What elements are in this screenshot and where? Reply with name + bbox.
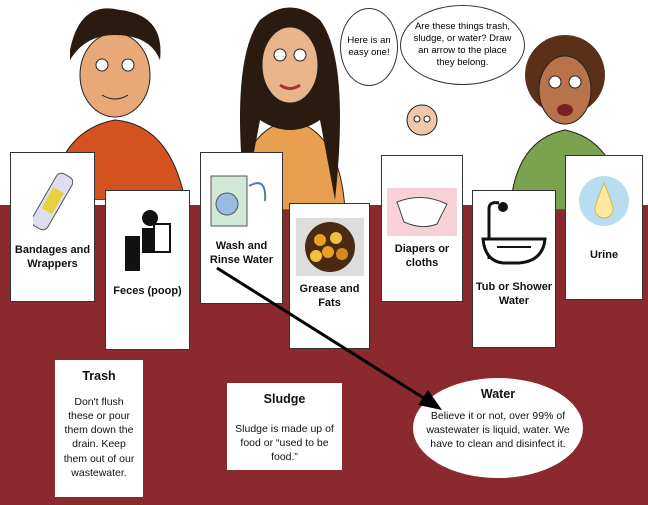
diaper-icon (387, 188, 457, 236)
speech-bubble-right: Are these things trash, sludge, or water… (400, 5, 525, 85)
card-wash-rinse-water[interactable]: Wash and Rinse Water (200, 152, 283, 304)
baby-illustration (406, 104, 438, 136)
droplet-icon (579, 176, 629, 226)
card-label: Grease and Fats (299, 283, 360, 310)
washing-machine-icon (207, 163, 277, 233)
grease-pan-icon (295, 218, 364, 276)
toilet-icon (118, 203, 178, 278)
water-category-box[interactable]: Water Believe it or not, over 99% of was… (413, 378, 583, 478)
person-middle-illustration (234, 7, 346, 210)
sludge-title: Sludge (263, 392, 306, 406)
card-bandages[interactable]: Bandages and Wrappers (10, 152, 95, 302)
card-label: Diapers or cloths (394, 243, 450, 270)
card-label: Urine (589, 249, 619, 261)
speech-bubble-left-text: Here is an easy one! (347, 35, 391, 58)
water-title: Water (480, 387, 516, 401)
card-label: Wash and Rinse Water (209, 240, 274, 267)
card-label: Bandages and Wrappers (14, 244, 91, 271)
sludge-description: Sludge is made up of food or “used to be… (235, 422, 334, 464)
trash-category-box[interactable]: Trash Don't flush these or pour them dow… (55, 360, 143, 497)
card-urine[interactable]: Urine (565, 155, 643, 300)
card-feces[interactable]: Feces (poop) (105, 190, 190, 350)
trash-description: Don't flush these or pour them down the … (63, 395, 135, 479)
card-tub-shower-water[interactable]: Tub or Shower Water (472, 190, 556, 348)
water-description: Believe it or not, over 99% of wastewate… (426, 409, 570, 451)
sludge-category-box[interactable]: Sludge Sludge is made up of food or “use… (227, 383, 342, 470)
card-label: Feces (poop) (113, 285, 182, 297)
trash-title: Trash (82, 369, 116, 383)
card-diapers[interactable]: Diapers or cloths (381, 155, 463, 302)
speech-bubble-left: Here is an easy one! (340, 8, 398, 86)
bandage-icon (23, 167, 83, 237)
card-grease-fats[interactable]: Grease and Fats (289, 203, 370, 349)
speech-bubble-right-text: Are these things trash, sludge, or water… (413, 21, 512, 68)
bathtub-icon (479, 199, 549, 274)
card-label: Tub or Shower Water (475, 281, 553, 308)
